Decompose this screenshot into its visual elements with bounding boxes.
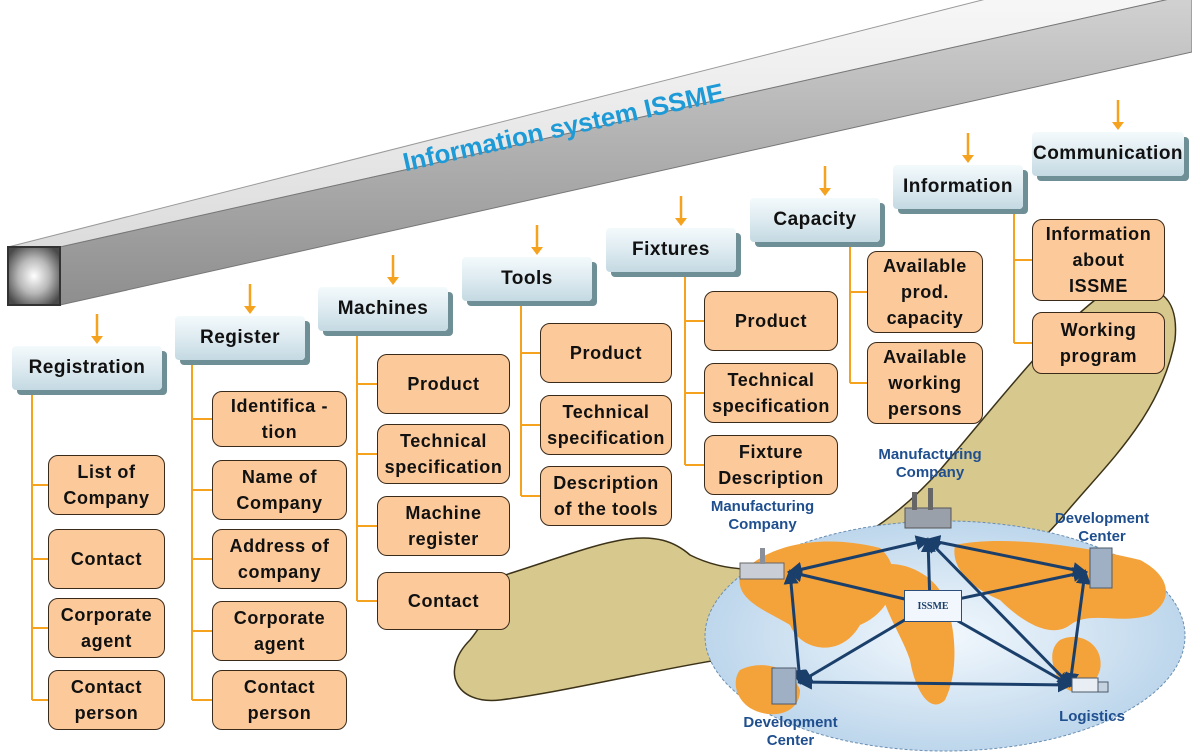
beam-arrow-head: [675, 218, 687, 226]
item-label: Contact: [407, 591, 480, 611]
category-header-communication: Communication: [1032, 132, 1184, 176]
category-header-information: Information: [893, 165, 1023, 209]
item-box: Identifica -tion: [212, 391, 347, 447]
category-header-tools: Tools: [462, 257, 592, 301]
item-box: Product: [377, 354, 510, 414]
item-label: Product: [734, 311, 808, 331]
map-node-label: Logistics: [1059, 708, 1125, 725]
category-header-machines: Machines: [318, 287, 448, 331]
item-label: Product: [407, 374, 480, 394]
item-box: Contact: [377, 572, 510, 630]
beam-arrow-head: [1112, 122, 1124, 130]
beam-arrow-head: [962, 155, 974, 163]
category-header-register: Register: [175, 316, 305, 360]
map-icons: [739, 488, 1113, 705]
network-arrow: [787, 535, 931, 577]
factory-icon: [739, 548, 785, 580]
item-label: Product: [569, 343, 643, 363]
beam-arrow-head: [531, 247, 543, 255]
item-box: Product: [704, 291, 838, 351]
category-header-registration: Registration: [12, 346, 162, 390]
building-icon: [771, 667, 797, 705]
truck-icon: [1071, 677, 1109, 693]
beam-arrow-head: [244, 306, 256, 314]
beam-arrow-head: [819, 188, 831, 196]
issme-center-box: ISSME: [904, 590, 962, 622]
item-label: Identifica -tion: [230, 396, 329, 442]
beam-end-face: [7, 246, 61, 306]
category-header-fixtures: Fixtures: [606, 228, 736, 272]
beam-arrow-head: [91, 336, 103, 344]
issme-center-label: ISSME: [917, 600, 949, 612]
building-icon: [1089, 547, 1113, 589]
item-box: Contact: [48, 529, 165, 589]
factory-icon: [904, 488, 952, 529]
beam-arrow-head: [387, 277, 399, 285]
network-arrow: [925, 537, 1073, 688]
category-header-capacity: Capacity: [750, 198, 880, 242]
network-arrow: [1064, 569, 1091, 688]
item-label: Contact: [70, 549, 143, 569]
item-box: Product: [540, 323, 672, 383]
